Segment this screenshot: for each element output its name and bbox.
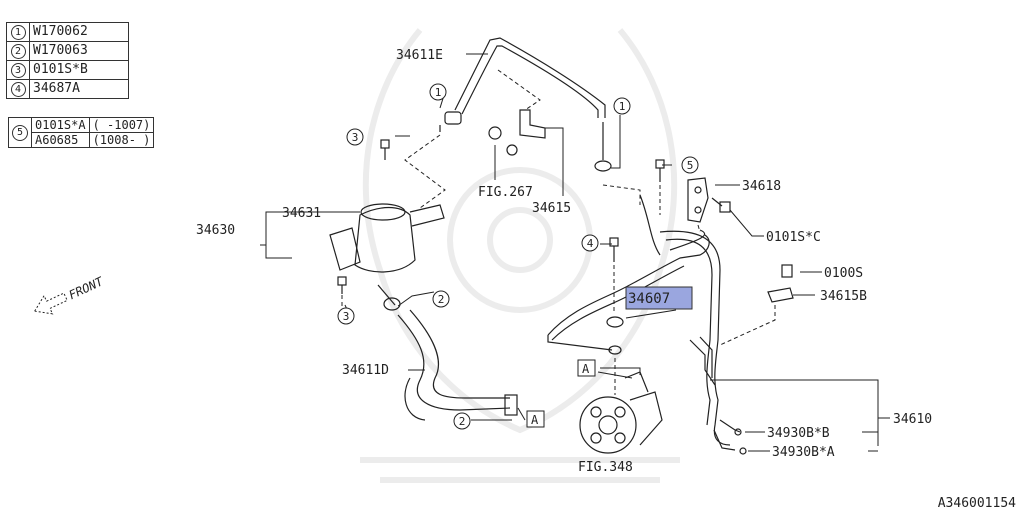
- part-label-0101S-C: 0101S*C: [766, 230, 821, 245]
- part-label-34607: 34607: [628, 291, 670, 307]
- legend-number: 5: [12, 125, 28, 141]
- callout-circles: [337, 83, 699, 430]
- bracket-34615: [488, 109, 546, 156]
- callout-number: 4: [587, 237, 594, 250]
- bracket-34618: [687, 177, 731, 223]
- callout-number: 3: [352, 131, 359, 144]
- callout-number: 3: [343, 310, 350, 323]
- part-label-34615: 34615: [532, 201, 571, 216]
- part-label-34631: 34631: [282, 206, 321, 221]
- callout-number: 1: [435, 86, 442, 99]
- ref-a-label: A: [582, 362, 590, 376]
- highlight-box-34607: [625, 286, 693, 310]
- part-label-34611E: 34611E: [396, 48, 443, 63]
- legend-number: 1: [10, 25, 26, 40]
- clamp-34615B: [767, 264, 794, 303]
- ref-box-a: [577, 359, 596, 377]
- legend-row: 2 W170063: [6, 41, 129, 61]
- legend-code: 34687A: [29, 79, 129, 99]
- part-label-34611D: 34611D: [342, 363, 389, 378]
- legend-row: 3 0101S*B: [6, 60, 129, 80]
- legend-row: 4 34687A: [6, 79, 129, 99]
- legend-table: 1 W170062 2 W170063 3 0101S*B 4 34687A: [6, 22, 129, 99]
- callout-number: 5: [687, 159, 694, 172]
- front-arrow: FRONT: [33, 274, 106, 315]
- leader-lines: [260, 53, 890, 452]
- legend-range: ( -1007): [88, 117, 155, 133]
- part-label-34615B: 34615B: [820, 289, 867, 304]
- dashed-leaders: [341, 69, 776, 395]
- watermark-emblem: [360, 28, 680, 483]
- legend-table-row5: 5 0101S*A ( -1007) A60685 (1008- ): [8, 117, 155, 148]
- part-label-34930B-B: 34930B*B: [767, 426, 830, 441]
- part-label-34610: 34610: [893, 412, 932, 427]
- fig-ref-267: FIG.267: [478, 185, 533, 200]
- ref-box-a: [526, 410, 545, 428]
- callout-number: 1: [619, 100, 626, 113]
- legend-code: 0101S*B: [29, 60, 129, 80]
- reservoir-34631: [329, 203, 445, 273]
- ref-a-label: A: [531, 413, 539, 427]
- legend-number: 4: [10, 82, 26, 97]
- callout-number: 2: [438, 293, 445, 306]
- return-lines-34610: [639, 194, 747, 455]
- part-label-34630: 34630: [196, 223, 235, 238]
- pressure-line-34607: [547, 234, 710, 355]
- part-label-34618: 34618: [742, 179, 781, 194]
- legend-number: 2: [10, 44, 26, 59]
- callout-number: 2: [459, 415, 466, 428]
- fig-ref-348: FIG.348: [578, 460, 633, 475]
- hose-34611E: [444, 37, 612, 172]
- legend-range: (1008- ): [88, 132, 155, 148]
- hose-34611D: [377, 284, 518, 421]
- legend-code: 0101S*A: [31, 117, 90, 133]
- legend-number: 3: [10, 63, 26, 78]
- part-label-0100S: 0100S: [824, 266, 863, 281]
- legend-code: A60685: [31, 132, 90, 148]
- part-label-34930B-A: 34930B*A: [772, 445, 835, 460]
- callout-numbers: 1 1 2 2 3 3 4 5: [343, 86, 694, 428]
- diagram-code: A346001154: [938, 496, 1016, 511]
- bolt-marks: [337, 125, 665, 294]
- front-label: FRONT: [67, 274, 106, 302]
